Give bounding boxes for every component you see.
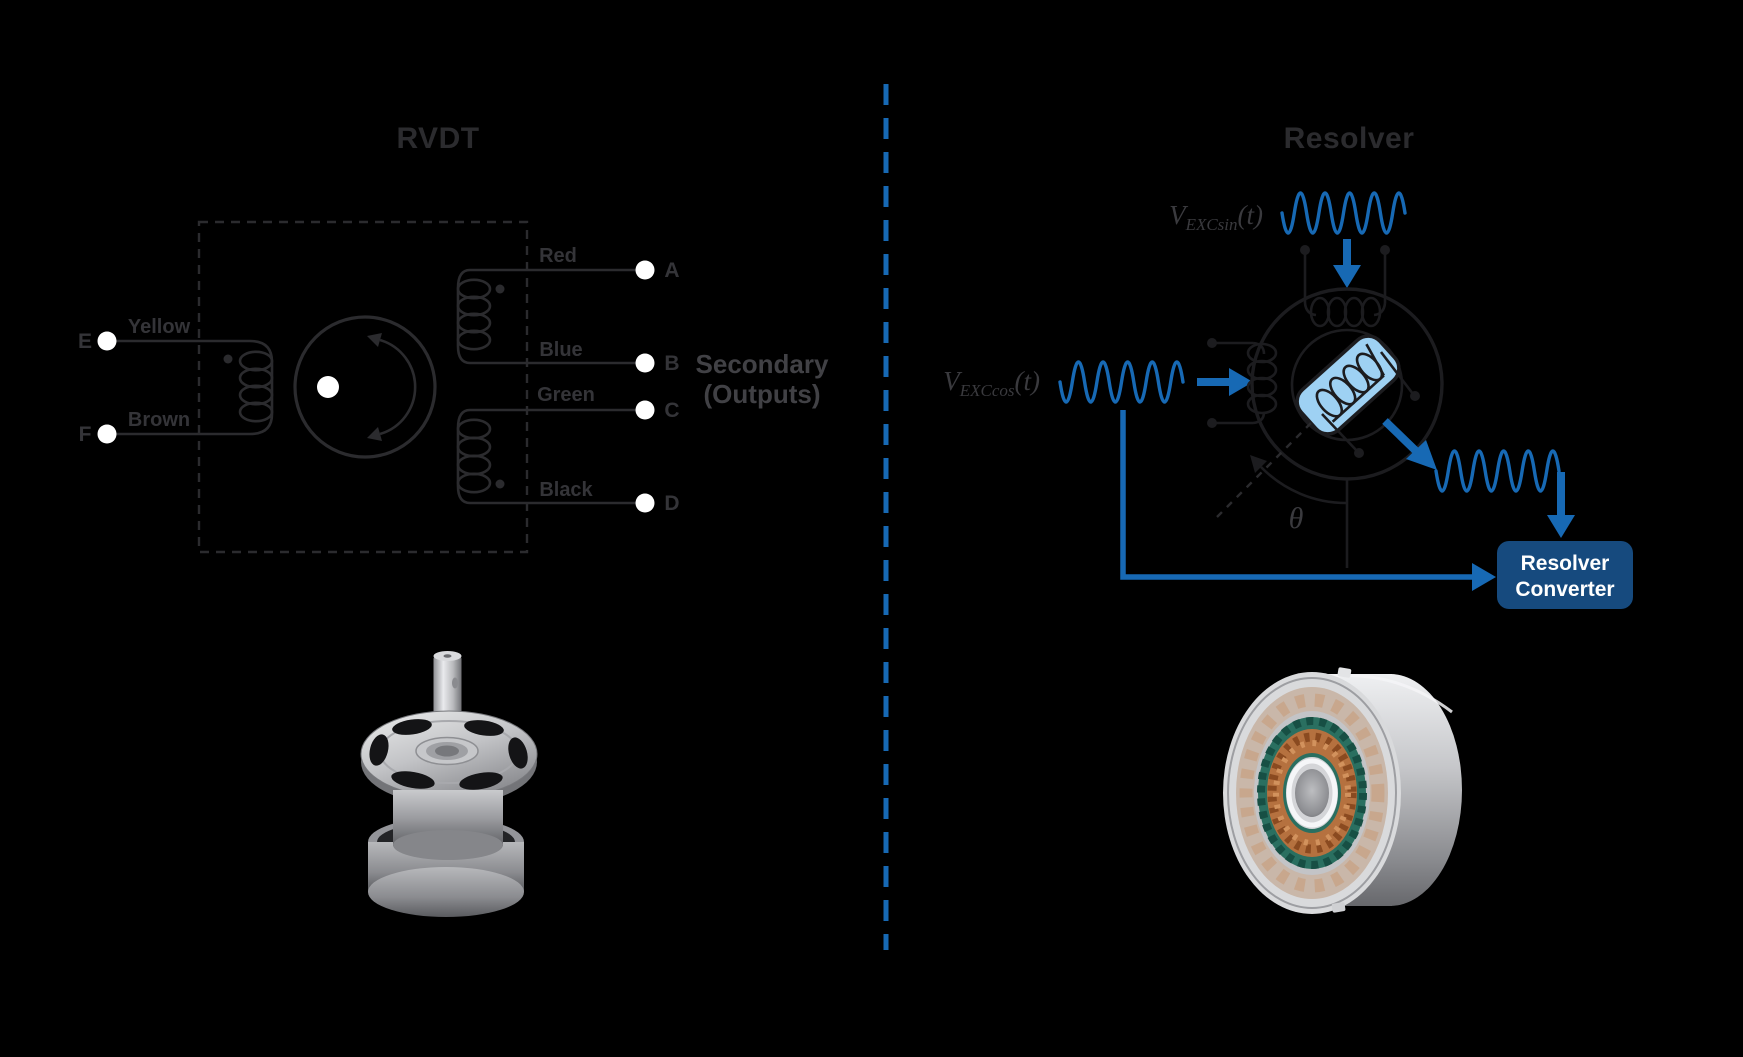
secondary-caption-line2: (Outputs) bbox=[704, 379, 821, 409]
terminal-a bbox=[635, 260, 655, 280]
resolver-title: Resolver bbox=[1284, 122, 1415, 155]
secondary2-phase-dot bbox=[495, 479, 505, 489]
rotor-output-arrow-icon bbox=[1382, 418, 1437, 470]
secondary1-phase-dot bbox=[495, 284, 505, 294]
sin-excitation-wave bbox=[1280, 191, 1407, 235]
rotation-arrow-down-icon bbox=[367, 427, 382, 441]
exc-sin-label: VEXCsin(t) bbox=[1169, 200, 1263, 234]
wire-green-label: Green bbox=[537, 384, 595, 406]
angle-arrowhead-icon bbox=[1250, 455, 1267, 473]
cos-input-arrow-icon bbox=[1197, 368, 1253, 396]
terminal-e-label: E bbox=[78, 330, 92, 353]
rvdt-secondary2-coil bbox=[456, 408, 645, 505]
converter-label-line1: Resolver bbox=[1521, 552, 1610, 575]
sin-input-arrow-icon bbox=[1333, 239, 1361, 288]
terminal-d bbox=[635, 493, 655, 513]
rvdt-title: RVDT bbox=[396, 122, 479, 155]
rvdt-primary-coil bbox=[116, 339, 274, 436]
rvdt-shaft-dot bbox=[317, 376, 339, 398]
terminal-c bbox=[635, 400, 655, 420]
resolver-product-photo bbox=[1223, 667, 1462, 914]
wire-yellow-label: Yellow bbox=[128, 316, 191, 338]
wire-blue-label: Blue bbox=[539, 339, 582, 361]
rotation-arc bbox=[379, 338, 417, 436]
terminal-e bbox=[97, 331, 117, 351]
rvdt-rotor bbox=[293, 315, 437, 459]
stator-cos-coil bbox=[1207, 338, 1278, 428]
rvdt-product-photo bbox=[360, 651, 538, 917]
terminal-a-label: A bbox=[664, 259, 679, 282]
stator-sin-coil bbox=[1300, 245, 1390, 328]
theta-label: θ bbox=[1289, 502, 1304, 535]
rvdt-panel: RVDT bbox=[78, 122, 829, 917]
rvdt-secondary1-coil bbox=[456, 268, 645, 365]
converter-box-bg bbox=[1497, 541, 1633, 609]
terminal-f bbox=[97, 424, 117, 444]
wire-black-label: Black bbox=[539, 479, 593, 501]
output-wave bbox=[1434, 449, 1561, 493]
terminal-b-label: B bbox=[664, 352, 679, 375]
terminal-d-label: D bbox=[664, 492, 679, 515]
terminal-b bbox=[635, 353, 655, 373]
terminal-f-label: F bbox=[79, 423, 92, 446]
wire-brown-label: Brown bbox=[128, 409, 190, 431]
cos-feed-line bbox=[1120, 410, 1496, 591]
resolver-panel: Resolver VEXCsin(t) VEXCcos(t) bbox=[943, 122, 1633, 914]
resolver-converter-box: Resolver Converter bbox=[1497, 541, 1633, 609]
angle-annotation: θ bbox=[1216, 422, 1349, 568]
rotation-arrow-up-icon bbox=[367, 333, 382, 347]
output-to-converter-arrow-icon bbox=[1547, 472, 1575, 538]
secondary-caption-line1: Secondary bbox=[696, 349, 829, 379]
exc-cos-label: VEXCcos(t) bbox=[943, 366, 1040, 400]
primary-phase-dot bbox=[223, 354, 233, 364]
cos-excitation-wave bbox=[1058, 360, 1185, 404]
converter-label-line2: Converter bbox=[1515, 578, 1614, 601]
rvdt-housing-outline bbox=[197, 220, 529, 554]
resolver-rotor bbox=[1295, 334, 1420, 458]
wire-red-label: Red bbox=[539, 245, 577, 267]
terminal-c-label: C bbox=[664, 399, 679, 422]
